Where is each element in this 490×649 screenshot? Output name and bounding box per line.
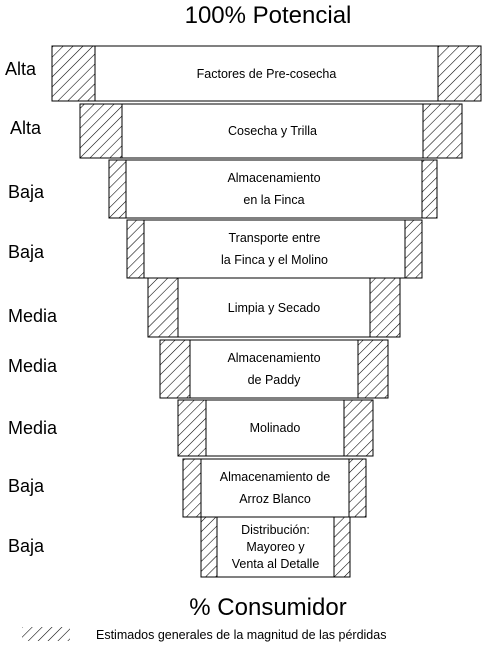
loss-level-label: Alta [10,118,42,138]
stage-box [216,516,335,578]
stage-label: Distribución: Mayoreo y Venta al Detalle [217,517,334,577]
loss-level-label: Baja [8,536,45,556]
stage-label-line: Almacenamiento de [219,470,331,484]
stage-box [189,339,359,399]
funnel-stage [159,339,389,399]
diagram-title: 100% Potencial [184,2,352,29]
stage-label: Almacenamiento de Arroz Blanco [201,459,349,517]
loss-level-label: Media [8,306,58,326]
stage-label-line: Transporte entre [228,231,321,245]
stage-label-line: la Finca y el Molino [221,253,328,267]
funnel-stage [79,103,463,159]
legend-hatch-swatch [22,627,70,641]
funnel-stage [147,277,401,338]
stage-label: Almacenamiento de Paddy [190,340,358,398]
stage-label-line: Almacenamiento [227,171,321,185]
stage-label-line: Almacenamiento [227,351,321,365]
stage-label: Molinado [206,400,344,456]
loss-level-label: Baja [8,476,45,496]
stage-label-line: de Paddy [247,373,301,387]
diagram-footer: % Consumidor [189,594,347,621]
funnel-stage [182,458,367,518]
stage-label-line: Distribución: [241,522,310,537]
stage-label: Almacenamiento en la Finca [126,160,422,218]
stage-label-line: Mayoreo y [246,539,305,554]
stage-box [94,45,439,102]
stage-label-line: Arroz Blanco [239,492,311,506]
stage-box [143,219,406,279]
loss-level-label: Baja [8,182,45,202]
stage-label: Limpia y Secado [178,278,370,337]
stage-label-line: Factores de Pre-cosecha [196,66,337,81]
stage-label-line: Cosecha y Trilla [228,124,317,138]
legend-label: Estimados generales de la magnitud de la… [96,628,387,642]
funnel-stage [200,516,351,578]
stage-box [200,458,350,518]
loss-level-label: Media [8,356,58,376]
funnel-stage [177,399,374,457]
stage-label-line: Molinado [249,421,301,435]
funnel-stage [126,219,423,279]
stage-box [177,277,371,338]
funnel-stage [51,45,482,102]
stage-box [125,159,423,219]
stage-box [121,103,424,159]
stage-label: Transporte entre la Finca y el Molino [144,220,405,278]
stage-label: Cosecha y Trilla [122,104,423,158]
stage-label-line: Venta al Detalle [231,556,320,571]
stage-box [205,399,345,457]
stage-label: Factores de Pre-cosecha [95,46,438,101]
stage-label-line: en la Finca [243,193,305,207]
loss-level-label: Media [8,418,58,438]
legend: Estimados generales de la magnitud de la… [22,627,482,643]
loss-level-label: Baja [8,242,45,262]
stage-label-line: Limpia y Secado [227,300,321,315]
funnel-stage [108,159,438,219]
loss-level-label: Alta [5,59,37,79]
